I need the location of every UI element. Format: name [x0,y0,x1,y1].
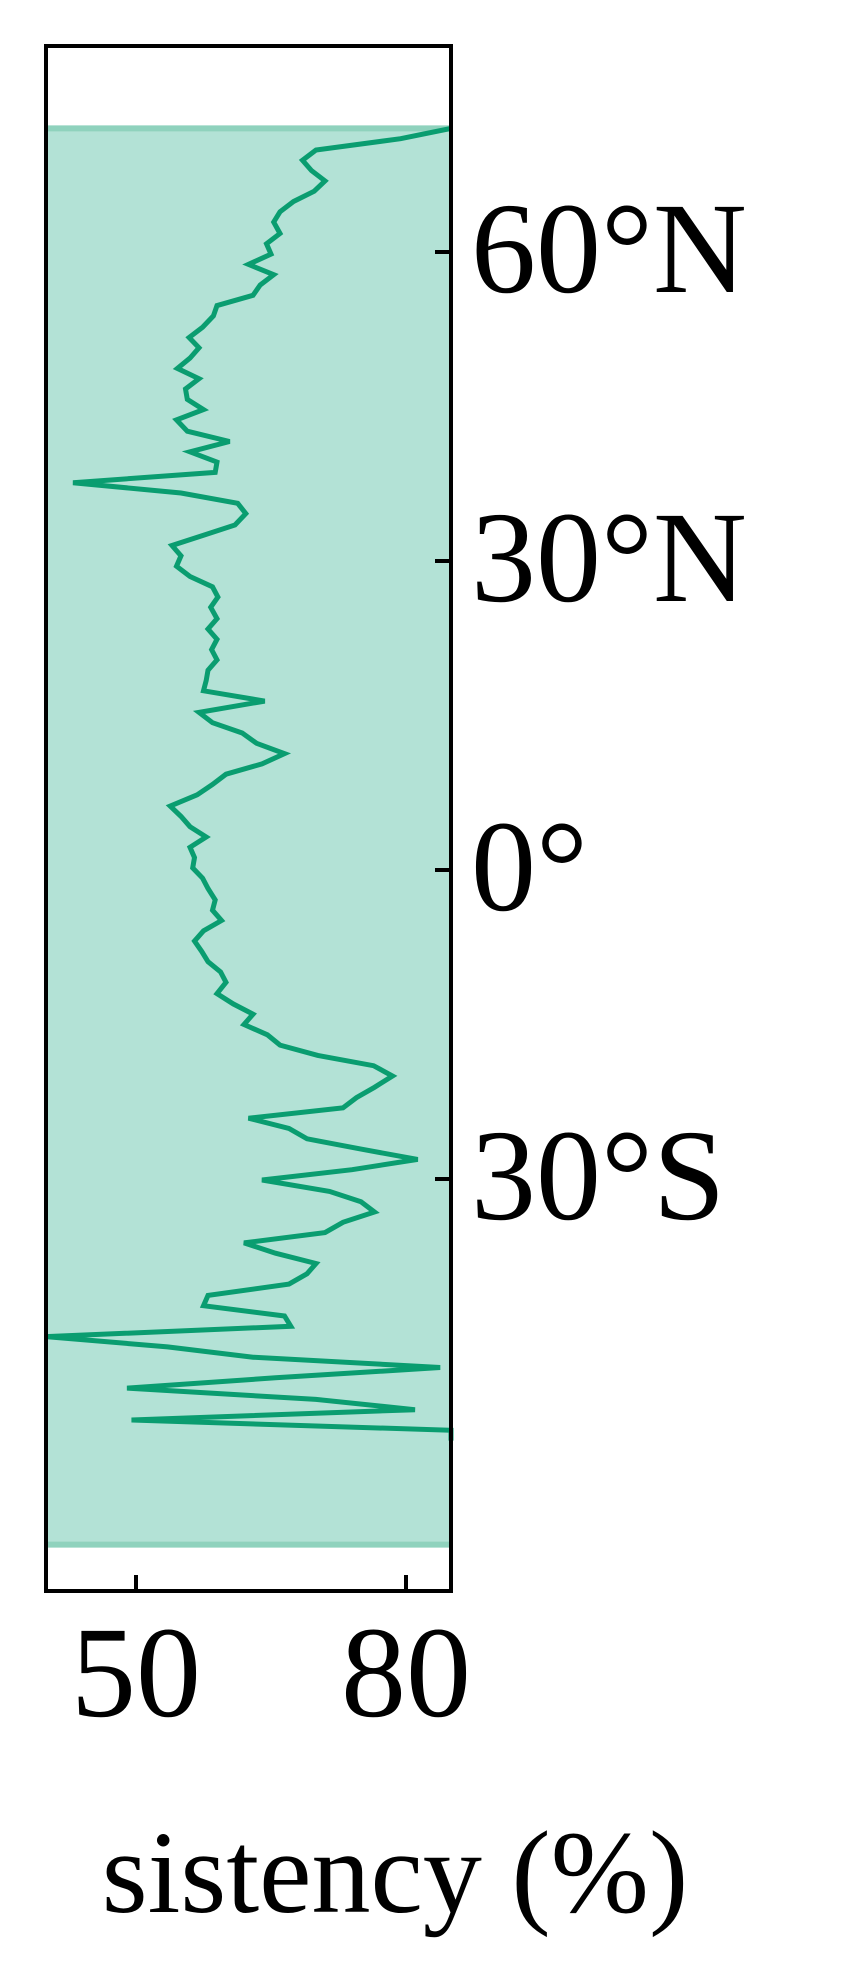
y-tick-label: 30°N [471,486,747,630]
x-axis-label: sistency (%) [102,1807,689,1938]
x-tick-label: 80 [341,1601,471,1745]
axes-frame [44,44,453,1593]
y-axis: 60°N 30°N 0° 30°S [435,177,747,1248]
fill-band [46,128,451,1545]
series-line [45,125,454,1441]
y-tick-label: 0° [471,795,588,939]
plot-frame [44,44,453,1593]
x-tick-label: 50 [71,1601,201,1745]
y-tick-label: 30°S [471,1104,725,1248]
plot-area [45,125,454,1548]
x-axis: 50 80 [71,1575,471,1745]
y-tick-label: 60°N [471,177,747,321]
